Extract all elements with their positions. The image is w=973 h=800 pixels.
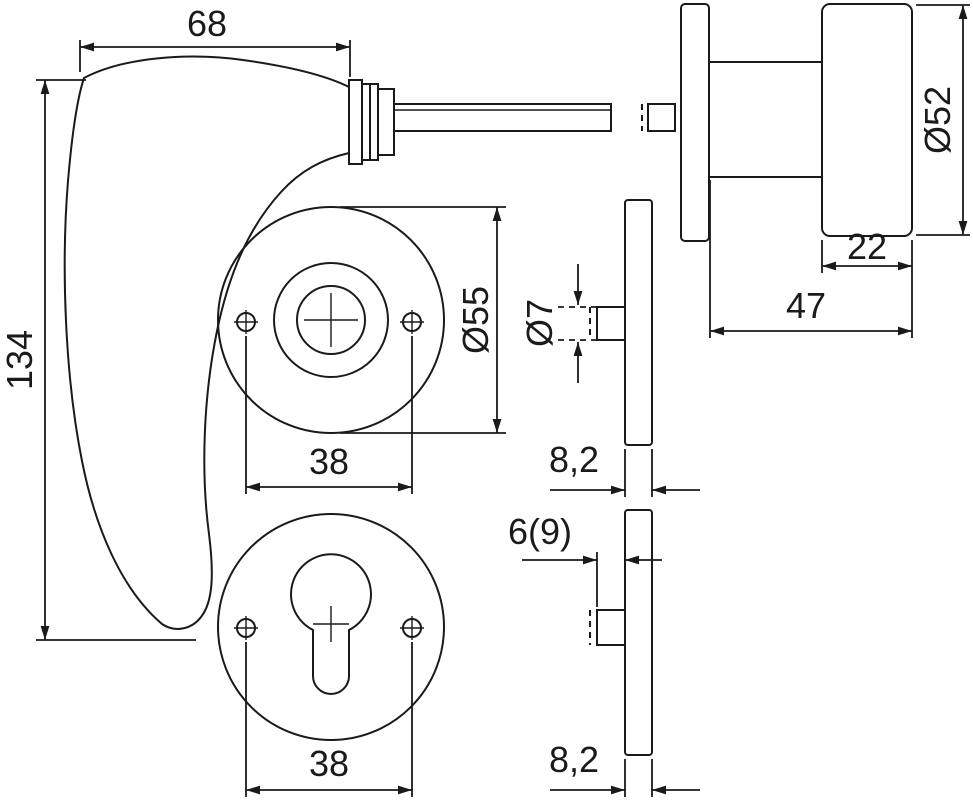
dim-label-82-lower: 8,2	[549, 739, 599, 780]
dim-label-82-upper: 8,2	[549, 439, 599, 480]
dimension-grip-depth: 22	[821, 226, 913, 338]
lower-fixing-pin	[596, 609, 626, 646]
dimension-pin-length: 6(9)	[508, 511, 662, 607]
upper-rosette-outer-circle	[217, 206, 445, 434]
backplate-side	[680, 3, 710, 242]
upper-rosette-side-view	[589, 199, 653, 446]
upper-rosette-front-view	[217, 206, 445, 434]
dim-label-o7: Ø7	[519, 299, 560, 347]
dimension-rosette-thickness-lower: 8,2	[549, 739, 700, 797]
dimension-screw-spacing-lower: 38	[245, 642, 413, 797]
dimension-rosette-thickness-upper: 8,2	[549, 439, 700, 497]
dim-label-38-upper: 38	[309, 441, 349, 482]
dimension-projection: 47	[709, 180, 912, 338]
upper-rosette-spindle-hole	[296, 285, 366, 355]
lower-rosette-front-view	[217, 513, 445, 741]
dimension-pin-diameter: Ø7	[519, 264, 597, 383]
handle-side-view	[680, 3, 913, 242]
ferrule-ring-1	[361, 83, 371, 161]
ferrule-ring-2	[369, 83, 379, 161]
grip-side	[821, 3, 913, 237]
dim-label-68: 68	[187, 3, 227, 44]
lever-handle-front-view	[63, 55, 676, 630]
lower-rosette-side-view	[589, 509, 653, 756]
dim-label-o52: Ø52	[917, 86, 958, 154]
neck-side	[708, 61, 823, 178]
dimension-screw-spacing-upper: 38	[245, 336, 413, 494]
upper-fixing-pin	[596, 306, 626, 341]
euro-profile-keyhole	[290, 553, 372, 695]
dim-label-22: 22	[847, 226, 887, 267]
lever-outline	[63, 55, 350, 630]
dimension-lever-width: 68	[79, 3, 351, 77]
dimension-grip-diameter: Ø52	[916, 4, 970, 236]
dim-label-o55: Ø55	[455, 286, 496, 354]
dimension-rosette-diameter: Ø55	[340, 206, 506, 434]
dimension-overall-height: 134	[0, 79, 196, 641]
spindle-end-pin	[647, 103, 676, 132]
dim-label-47: 47	[786, 285, 826, 326]
dim-label-38-lower: 38	[309, 743, 349, 784]
dim-label-134: 134	[0, 330, 40, 390]
dim-label-69: 6(9)	[508, 511, 572, 552]
ferrule-barrel	[377, 88, 395, 156]
upper-rosette-side-plate	[624, 199, 653, 446]
upper-rosette-boss-circle	[273, 262, 389, 378]
ferrule-collar	[348, 79, 363, 165]
lower-rosette-outer-circle	[217, 513, 445, 741]
spindle-bar	[393, 103, 612, 132]
lower-rosette-side-plate	[624, 509, 653, 756]
